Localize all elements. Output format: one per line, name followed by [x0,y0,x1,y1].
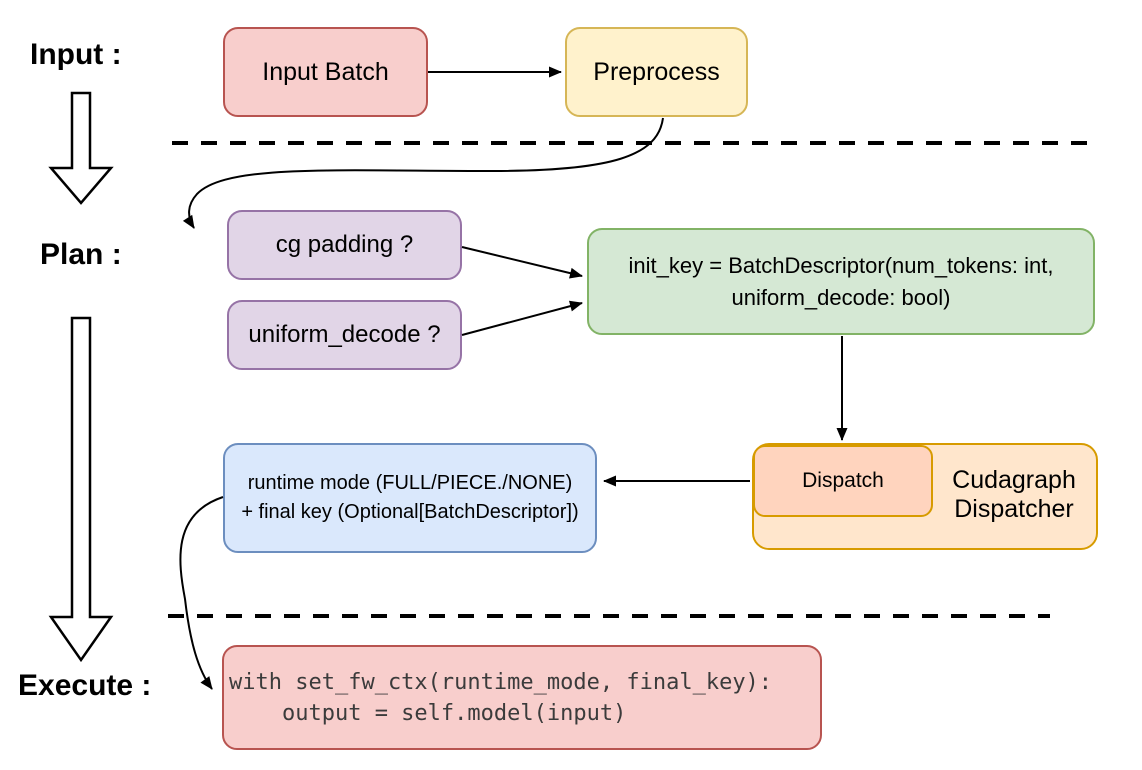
arrow-runtime-mode-to-execute-code [179,496,224,690]
cg-padding-label: cg padding ? [275,231,414,259]
input-batch-label: Input Batch [262,57,389,86]
section-label-input: Input : [30,38,122,71]
arrow-cg-padding-to-init-key [461,246,583,279]
runtime-mode-line1: runtime mode (FULL/PIECE./NONE) [247,472,573,494]
cg-padding-box: cg padding ? [227,210,462,280]
arrow-uniform-decode-to-init-key [461,300,583,336]
dispatch-label: Dispatch [802,469,884,493]
section-label-plan: Plan : [40,238,122,271]
execute-code-line2: output = self.model(input) [229,700,627,726]
cudagraph-dispatcher-label: Cudagraph Dispatcher [933,466,1095,524]
init-key-box: init_key = BatchDescriptor(num_tokens: i… [587,228,1095,335]
preprocess-label: Preprocess [593,57,720,86]
uniform-decode-label: uniform_decode ? [248,321,441,349]
cudagraph-label-line2: Dispatcher [954,495,1074,523]
hollow-arrow-input-to-plan-icon [48,91,114,205]
section-label-execute: Execute : [18,669,152,702]
execute-code-line1: with set_fw_ctx(runtime_mode, final_key)… [229,669,773,695]
preprocess-box: Preprocess [565,27,748,117]
uniform-decode-box: uniform_decode ? [227,300,462,370]
dispatch-box: Dispatch [753,445,933,517]
runtime-mode-line2: + final key (Optional[BatchDescriptor]) [241,501,579,523]
runtime-mode-box: runtime mode (FULL/PIECE./NONE) + final … [223,443,597,553]
hollow-arrow-plan-to-execute-icon [48,316,114,663]
init-key-line1: init_key = BatchDescriptor(num_tokens: i… [628,252,1054,278]
init-key-line2: uniform_decode: bool) [731,284,951,310]
cudagraph-label-line1: Cudagraph [952,466,1076,494]
execute-code-box: with set_fw_ctx(runtime_mode, final_key)… [222,645,822,750]
input-batch-box: Input Batch [223,27,428,117]
